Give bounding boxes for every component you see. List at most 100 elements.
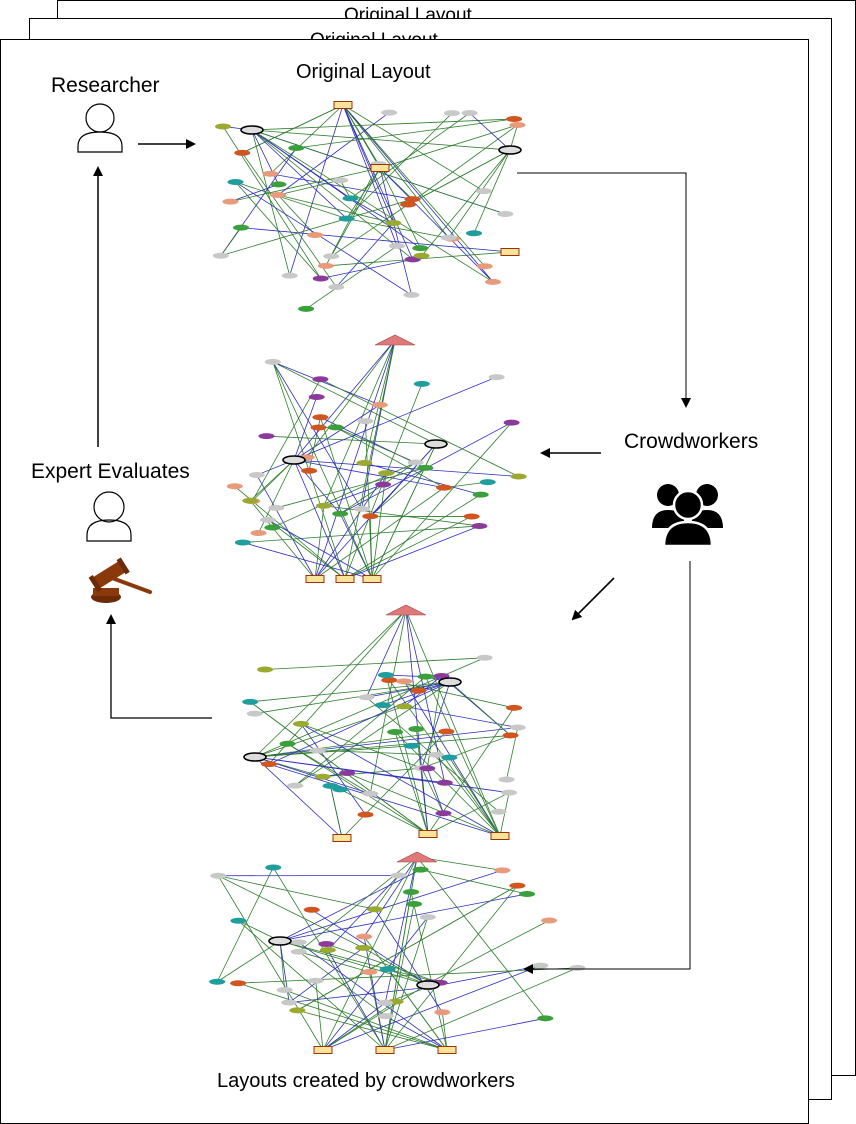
graph-node	[353, 505, 370, 512]
graph-edge	[293, 396, 318, 461]
graph-node	[396, 703, 413, 710]
graph-edges	[249, 609, 519, 839]
graph-node	[403, 889, 420, 896]
graph-node	[466, 230, 483, 237]
graph-edge	[363, 936, 386, 1051]
graph-edge	[384, 917, 429, 1051]
graph-node	[290, 939, 307, 946]
graph-edge	[279, 869, 421, 942]
graph-node	[270, 181, 287, 188]
graph-node	[361, 968, 378, 975]
graph-node-hub	[498, 145, 522, 155]
graph-node	[413, 252, 430, 259]
graph-edge	[277, 194, 394, 224]
graph-node	[438, 728, 455, 735]
graph-node	[497, 210, 514, 217]
graph-edges	[220, 104, 518, 310]
graph-node	[288, 145, 305, 152]
graph-node	[258, 433, 275, 440]
graph-edge	[421, 767, 444, 814]
graph-node	[389, 242, 406, 249]
graph-node	[279, 740, 296, 747]
graph-edge	[256, 474, 316, 580]
graph-edge	[426, 768, 444, 814]
graph-node	[433, 672, 450, 679]
graph-edge	[216, 940, 281, 983]
graph-node	[257, 666, 274, 673]
researcher-label: Researcher	[51, 74, 160, 97]
graph-edge	[407, 124, 518, 205]
expert-evaluates-label: Expert Evaluates	[31, 460, 190, 483]
graph-edge	[364, 462, 481, 496]
graph-node	[312, 376, 329, 383]
graph-node	[379, 966, 396, 973]
graph-edge	[382, 681, 451, 706]
graph-edge	[363, 947, 429, 986]
graph-edge	[427, 792, 510, 835]
graph-edge	[241, 227, 511, 253]
graph-edge	[293, 376, 497, 461]
graph-node	[403, 742, 420, 749]
graph-node	[498, 776, 515, 783]
graph-node	[212, 252, 229, 259]
graph-edge	[342, 104, 486, 267]
graph-node	[377, 999, 394, 1006]
graph-edge	[287, 743, 429, 835]
graph-edge	[267, 519, 346, 580]
graph-node	[475, 188, 492, 195]
graph-edge	[449, 757, 501, 837]
graph-edge	[339, 180, 351, 199]
graph-edge	[407, 149, 511, 205]
graph-edge	[366, 609, 407, 698]
graph-node	[209, 978, 226, 985]
graph-node	[298, 305, 315, 312]
graph-edge	[216, 867, 274, 982]
graph-node	[362, 790, 379, 797]
graph-edge	[320, 258, 413, 279]
graph-node	[357, 811, 374, 818]
graph-edge	[384, 885, 518, 1051]
graph-node	[332, 510, 349, 517]
graph-node	[434, 1009, 451, 1016]
graph-edge	[339, 462, 416, 515]
graph-edge	[242, 542, 373, 580]
graph-node	[310, 424, 327, 431]
graph-edge	[297, 885, 518, 1011]
graph-node	[417, 464, 434, 471]
graph-node	[390, 872, 407, 879]
graph-node	[377, 671, 394, 678]
graph-edge	[284, 989, 448, 1051]
graph-node	[441, 754, 458, 761]
graph-node-box	[362, 575, 382, 583]
graph-nodes	[226, 334, 527, 583]
graph-edge	[379, 124, 518, 169]
graph-node	[317, 262, 334, 269]
graph-edge	[249, 500, 316, 580]
graph-edge	[342, 104, 450, 238]
graph-edge	[365, 421, 373, 580]
graph-node	[503, 419, 520, 426]
graph-node	[436, 484, 453, 491]
graph-node-hub	[240, 125, 264, 135]
graph-edge	[346, 218, 453, 240]
graph-edge	[296, 118, 515, 149]
graph-node	[342, 195, 359, 202]
graph-node-hub	[282, 455, 306, 465]
graph-node	[537, 1015, 554, 1022]
graph-node	[387, 729, 404, 736]
graph-node-box	[500, 248, 520, 256]
graph-edge	[335, 426, 445, 488]
graph-node	[417, 673, 434, 680]
graph-edge	[394, 731, 429, 835]
graph-edge	[326, 943, 440, 984]
graph-node	[400, 201, 417, 208]
graph-node	[264, 358, 281, 365]
graph-edge	[384, 856, 418, 1003]
graph-edge	[421, 735, 511, 769]
graph-edge	[330, 167, 381, 257]
graph-edge	[251, 129, 494, 283]
graph-node	[262, 170, 279, 177]
graph-edge	[322, 981, 431, 1051]
graph-node	[230, 980, 247, 987]
graph-edge	[235, 181, 412, 296]
